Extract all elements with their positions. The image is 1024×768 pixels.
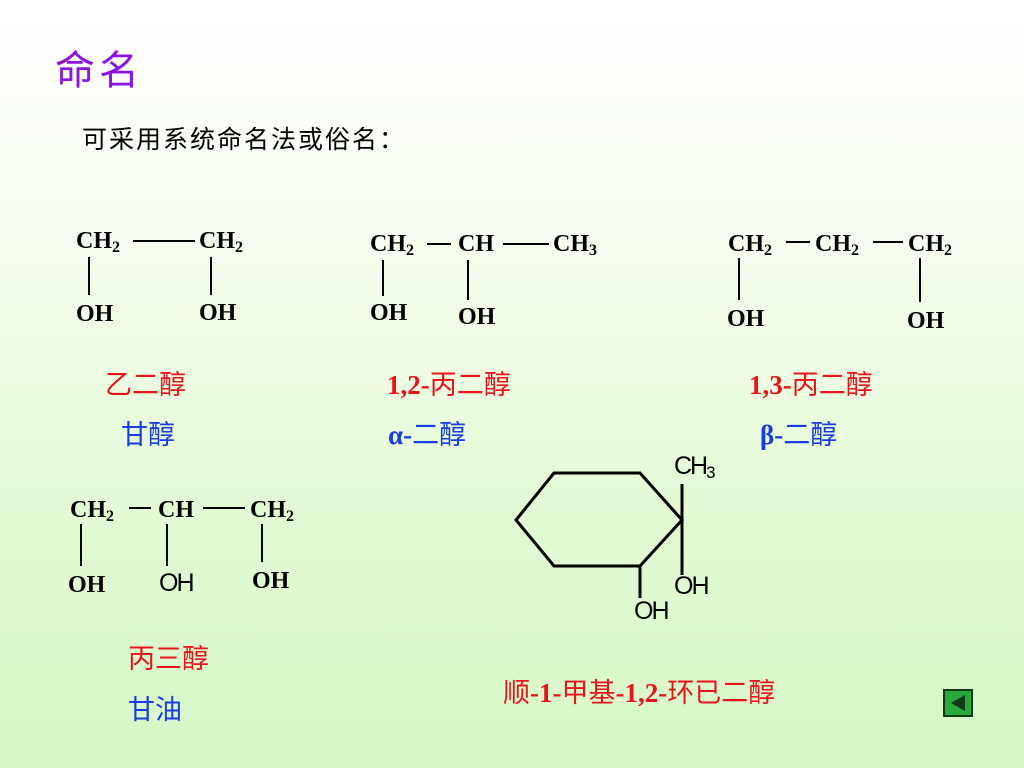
- iupac-name: 乙二醇: [105, 370, 186, 401]
- bond: [210, 257, 212, 295]
- group-ch2: CH2: [70, 497, 114, 525]
- group-oh: OH: [674, 572, 709, 600]
- bond: [80, 524, 82, 566]
- group-oh: OH: [76, 301, 114, 327]
- ring-hexagon: [514, 471, 685, 568]
- bond: [203, 507, 245, 509]
- group-oh: OH: [159, 569, 194, 597]
- group-oh: OH: [68, 572, 106, 598]
- bond: [166, 524, 168, 566]
- triangle-left-icon: [951, 695, 965, 711]
- group-oh: OH: [370, 300, 408, 326]
- group-oh: OH: [252, 568, 290, 594]
- bond: [738, 258, 740, 300]
- group-ch2: CH2: [370, 231, 414, 259]
- bond: [873, 241, 903, 243]
- bond: [919, 258, 921, 302]
- group-ch3: CH3: [674, 452, 716, 482]
- group-ch: CH: [458, 231, 494, 257]
- bond: [786, 241, 810, 243]
- group-ch2: CH2: [76, 228, 120, 256]
- iupac-name: 顺-1-甲基-1,2-环已二醇: [503, 678, 776, 709]
- iupac-name: 1,2-丙二醇: [387, 370, 511, 401]
- group-oh: OH: [907, 308, 945, 334]
- group-oh: OH: [458, 304, 496, 330]
- iupac-name: 1,3-丙二醇: [749, 370, 873, 401]
- group-ch2: CH2: [250, 497, 294, 525]
- page-subtitle: 可采用系统命名法或俗名：: [82, 125, 407, 154]
- group-ch2: CH2: [199, 228, 243, 256]
- bond: [467, 260, 469, 300]
- common-name: β-二醇: [760, 420, 838, 451]
- group-oh: OH: [727, 306, 765, 332]
- bond: [382, 260, 384, 296]
- common-name: 甘油: [128, 695, 182, 726]
- bond: [133, 240, 195, 242]
- previous-slide-button[interactable]: [943, 689, 973, 717]
- group-ch2: CH2: [908, 231, 952, 259]
- group-ch2: CH2: [815, 231, 859, 259]
- group-oh: OH: [199, 300, 237, 326]
- group-ch: CH: [158, 497, 194, 523]
- iupac-name: 丙三醇: [128, 644, 209, 675]
- group-oh: OH: [634, 597, 669, 625]
- bond: [427, 243, 451, 245]
- bond: [261, 524, 263, 562]
- bond: [88, 257, 90, 295]
- group-ch2: CH2: [728, 231, 772, 259]
- common-name: α-二醇: [388, 420, 467, 451]
- group-ch3: CH3: [553, 231, 597, 259]
- page-title: 命名: [55, 48, 143, 94]
- bond: [129, 507, 151, 509]
- common-name: 甘醇: [121, 420, 175, 451]
- bond: [503, 243, 549, 245]
